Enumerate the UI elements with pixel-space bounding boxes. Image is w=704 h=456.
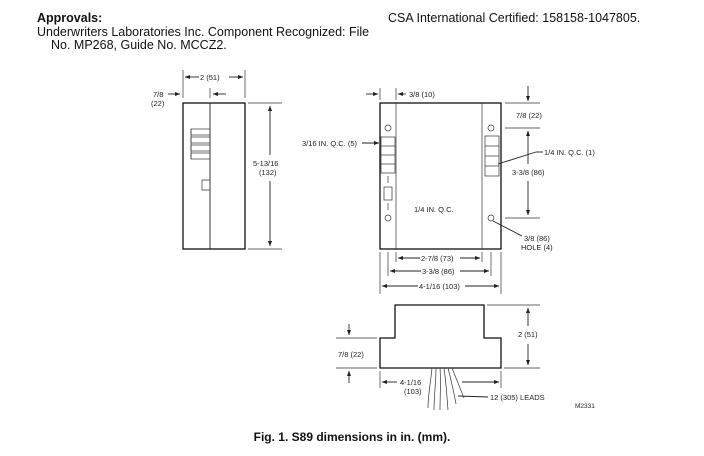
bottom-height-label: 2 (51) — [518, 330, 538, 339]
figure-caption: Fig. 1. S89 dimensions in in. (mm). — [253, 430, 451, 444]
hole-spacing-v-label: 3-3/8 (86) — [512, 168, 545, 177]
bottom-width-mm-label: (103) — [404, 387, 422, 396]
top-offset-label: 3/8 (10) — [409, 90, 435, 99]
front-view: 1/4 IN. Q.C. 3/8 (10) 3/16 IN. Q.C. (5) … — [302, 86, 595, 294]
mounting-hole — [487, 214, 495, 222]
side-width-label: 2 (51) — [200, 73, 220, 82]
dim-width-label: 4-1/16 (103) — [419, 282, 460, 291]
dim-holes-h-label: 3-3/8 (86) — [422, 267, 455, 276]
bottom-flange-label: 7/8 (22) — [338, 350, 364, 359]
qc-left-label: 3/16 IN. Q.C. (5) — [302, 139, 358, 148]
qc-center-label: 1/4 IN. Q.C. — [414, 205, 454, 214]
top-right-label: 7/8 (22) — [516, 111, 542, 120]
side-view: 2 (51) 7/8 (22) 5-13/16 (132) — [151, 70, 282, 250]
mounting-hole — [384, 124, 392, 132]
side-height-in-label: 5-13/16 — [253, 159, 278, 168]
drawing-id-label: M2331 — [575, 403, 595, 410]
approvals-heading: Approvals: — [37, 11, 103, 25]
side-height-mm-label: (132) — [259, 168, 277, 177]
front-view-body — [379, 102, 502, 250]
hole-size-label: 3/8 (86) — [524, 234, 550, 243]
bottom-view: 2 (51) 7/8 (22) 4-1/16 (103) 12 (305) LE… — [336, 304, 595, 411]
dim-inner-label: 2-7/8 (73) — [421, 254, 454, 263]
hole-count-label: HOLE (4) — [521, 243, 553, 252]
side-view-body — [182, 102, 246, 250]
qc-right-label: 1/4 IN. Q.C. (1) — [544, 148, 595, 157]
mounting-hole — [384, 214, 392, 222]
bottom-view-body — [379, 304, 502, 369]
csa-certification-text: CSA International Certified: 158158-1047… — [388, 11, 641, 25]
approvals-ul-file-text: No. MP268, Guide No. MCCZ2. — [51, 38, 227, 52]
leads-label: 12 (305) LEADS — [490, 393, 545, 402]
bottom-width-in-label: 4-1/16 — [400, 378, 421, 387]
approvals-ul-text: Underwriters Laboratories Inc. Component… — [37, 25, 370, 39]
mounting-hole — [487, 124, 495, 132]
side-depth-in-label: 7/8 — [153, 90, 163, 99]
side-depth-mm-label: (22) — [151, 99, 165, 108]
